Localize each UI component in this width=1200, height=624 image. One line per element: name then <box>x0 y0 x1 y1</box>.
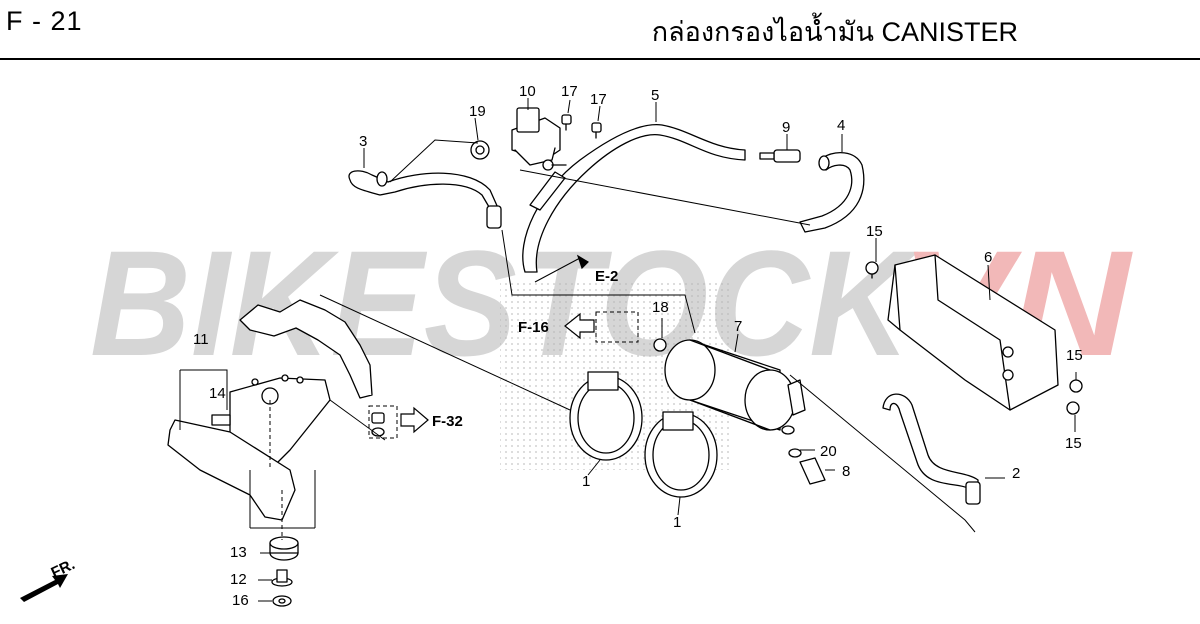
joint-9 <box>759 149 801 163</box>
hose-4 <box>799 152 865 233</box>
ref-f16: F-16 <box>518 319 549 336</box>
collar-12 <box>271 569 293 587</box>
callout-15c: 15 <box>1065 435 1082 452</box>
hose-3-end <box>486 205 502 229</box>
callout-20: 20 <box>820 443 837 460</box>
header-rule <box>0 58 1200 60</box>
reference-labels: E-2 F-16 F-32 FR. <box>49 268 619 582</box>
canister-cover-6 <box>887 254 1059 411</box>
band-1a <box>569 371 643 461</box>
leader-lines <box>179 98 1077 602</box>
solenoid-valve-10 <box>511 107 567 171</box>
callout-11: 11 <box>193 331 209 348</box>
callout-19: 19 <box>469 103 486 120</box>
band-1b <box>644 411 718 498</box>
callout-4: 4 <box>837 117 845 134</box>
bolt-17a <box>561 114 572 131</box>
callout-2: 2 <box>1012 465 1020 482</box>
callout-9: 9 <box>782 119 790 136</box>
arrow-right-outline-icon <box>400 406 429 434</box>
page-code: F - 21 <box>6 6 83 36</box>
hose-5-branch <box>529 171 566 211</box>
callout-3: 3 <box>359 133 367 150</box>
parts-diagram: BIKESTOCK VN <box>20 83 1133 609</box>
ref-f32: F-32 <box>432 413 463 430</box>
bolt-15a <box>865 261 879 279</box>
label-14 <box>211 414 231 426</box>
o-ring-20 <box>788 448 802 458</box>
bracket-11 <box>229 299 373 471</box>
callout-15a: 15 <box>866 223 883 240</box>
hose-3 <box>348 170 499 213</box>
callout-5: 5 <box>651 87 659 104</box>
callout-1b: 1 <box>673 514 681 531</box>
callout-17a: 17 <box>561 83 578 100</box>
callout-18: 18 <box>652 299 669 316</box>
clamp-19 <box>470 140 490 160</box>
arrow-left-outline-icon <box>564 312 595 340</box>
bolt-15c <box>1066 401 1080 415</box>
callout-13: 13 <box>230 544 247 561</box>
hose-5 <box>522 124 746 273</box>
callout-10: 10 <box>519 83 536 100</box>
callout-12: 12 <box>230 571 247 588</box>
joint-8 <box>799 457 826 485</box>
callout-1a: 1 <box>582 473 590 490</box>
clip-18 <box>653 338 667 352</box>
ref-front: FR. <box>49 556 78 582</box>
callout-15b: 15 <box>1066 347 1083 364</box>
hose-2 <box>882 393 979 501</box>
bolt-15b <box>1069 379 1083 393</box>
nut-16 <box>272 595 292 607</box>
callout-17b: 17 <box>590 91 607 108</box>
callout-6: 6 <box>984 249 992 266</box>
mount-rubber-13 <box>269 536 299 561</box>
front-arrow-icon <box>20 574 68 602</box>
ref-e2: E-2 <box>595 268 618 285</box>
callouts: 1 1 2 3 4 5 6 7 8 9 10 11 12 13 14 15 15… <box>193 83 1083 609</box>
page-title: กล่องกรองไอน้ำมัน CANISTER <box>651 17 1018 47</box>
canister-7 <box>664 339 806 435</box>
reference-arrows <box>400 254 595 434</box>
nut-f32 <box>371 412 385 424</box>
callout-16: 16 <box>232 592 249 609</box>
bolt-17b <box>591 122 602 139</box>
callout-14: 14 <box>209 385 226 402</box>
callout-7: 7 <box>734 318 742 335</box>
arrow-e2-icon <box>576 254 589 270</box>
callout-8: 8 <box>842 463 850 480</box>
